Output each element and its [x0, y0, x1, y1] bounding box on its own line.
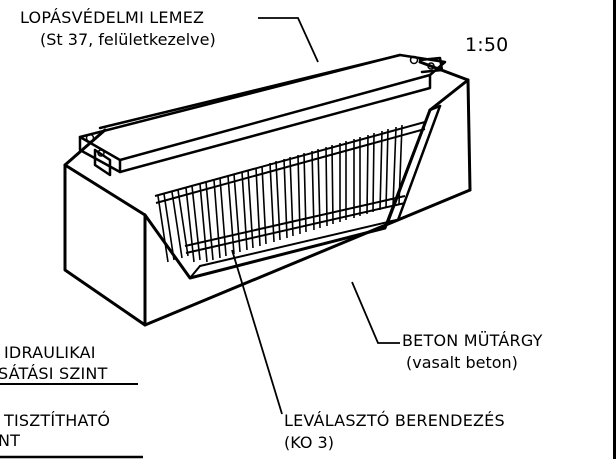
concrete-structure-subtitle: (vasalt beton): [406, 353, 518, 372]
anti-theft-plate-subtitle: (St 37, felületkezelve): [40, 30, 216, 49]
lid-bolts: [85, 55, 435, 157]
separator-screen: [157, 124, 403, 263]
concrete-structure-title: BETON MÜTÁRGY: [402, 331, 543, 350]
cleanable-level-line1: TISZTÍTHATÓ: [4, 411, 111, 430]
drawing-border: [613, 0, 616, 459]
separator-device-title: LEVÁLASZTÓ BERENDEZÉS: [284, 411, 505, 430]
channel-bottom: [189, 221, 389, 279]
leader-lines: [231, 17, 400, 415]
screen-frame: [154, 121, 426, 254]
separator-device-subtitle: (KO 3): [284, 433, 334, 452]
drawing-scale: 1:50: [465, 34, 509, 56]
hydraulic-level-line2: SÁTÁSI SZINT: [0, 366, 138, 385]
hydraulic-level-line1: IDRAULIKAI: [4, 343, 96, 362]
anti-theft-plate: [78, 53, 447, 177]
cleanable-level-line2: NT: [0, 431, 21, 450]
concrete-structure: [63, 60, 472, 327]
anti-theft-plate-title: LOPÁSVÉDELMI LEMEZ: [20, 8, 205, 27]
